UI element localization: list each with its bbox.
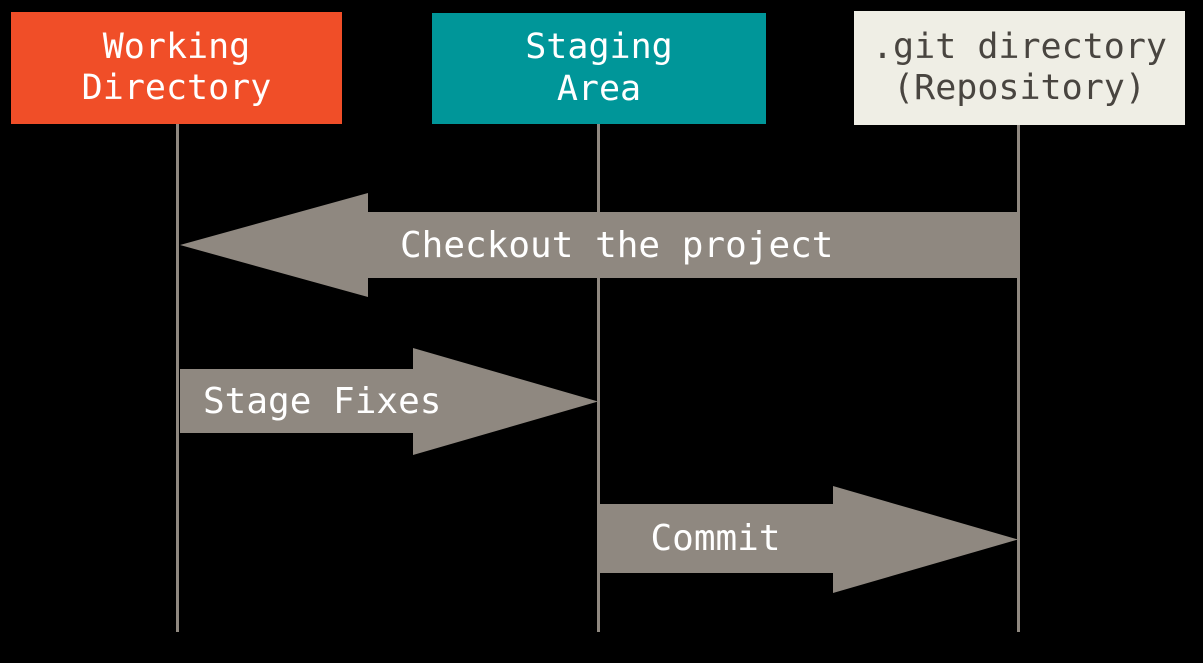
arrowhead-left-icon [180,193,368,297]
column-header-git-directory: .git directory (Repository) [854,11,1185,125]
arrow-stage-fixes-label: Stage Fixes [203,380,442,422]
column-header-working-directory: Working Directory [11,12,342,124]
lifeline-staging-area [597,124,600,632]
column-title-git-directory: .git directory (Repository) [871,26,1167,108]
arrow-checkout-shaft [368,212,1018,278]
column-header-staging-area: Staging Area [432,13,766,124]
arrowhead-right-icon [833,486,1018,593]
arrow-stage-fixes-shaft [180,369,413,433]
column-title-staging-area: Staging Area [525,27,673,109]
arrow-commit-label: Commit [650,518,781,559]
arrow-checkout-label: Checkout the project [400,224,834,266]
lifeline-git-directory [1017,124,1020,632]
lifeline-working-directory [176,124,179,632]
arrow-commit-shaft [598,504,833,573]
column-title-working-directory: Working Directory [81,26,272,108]
